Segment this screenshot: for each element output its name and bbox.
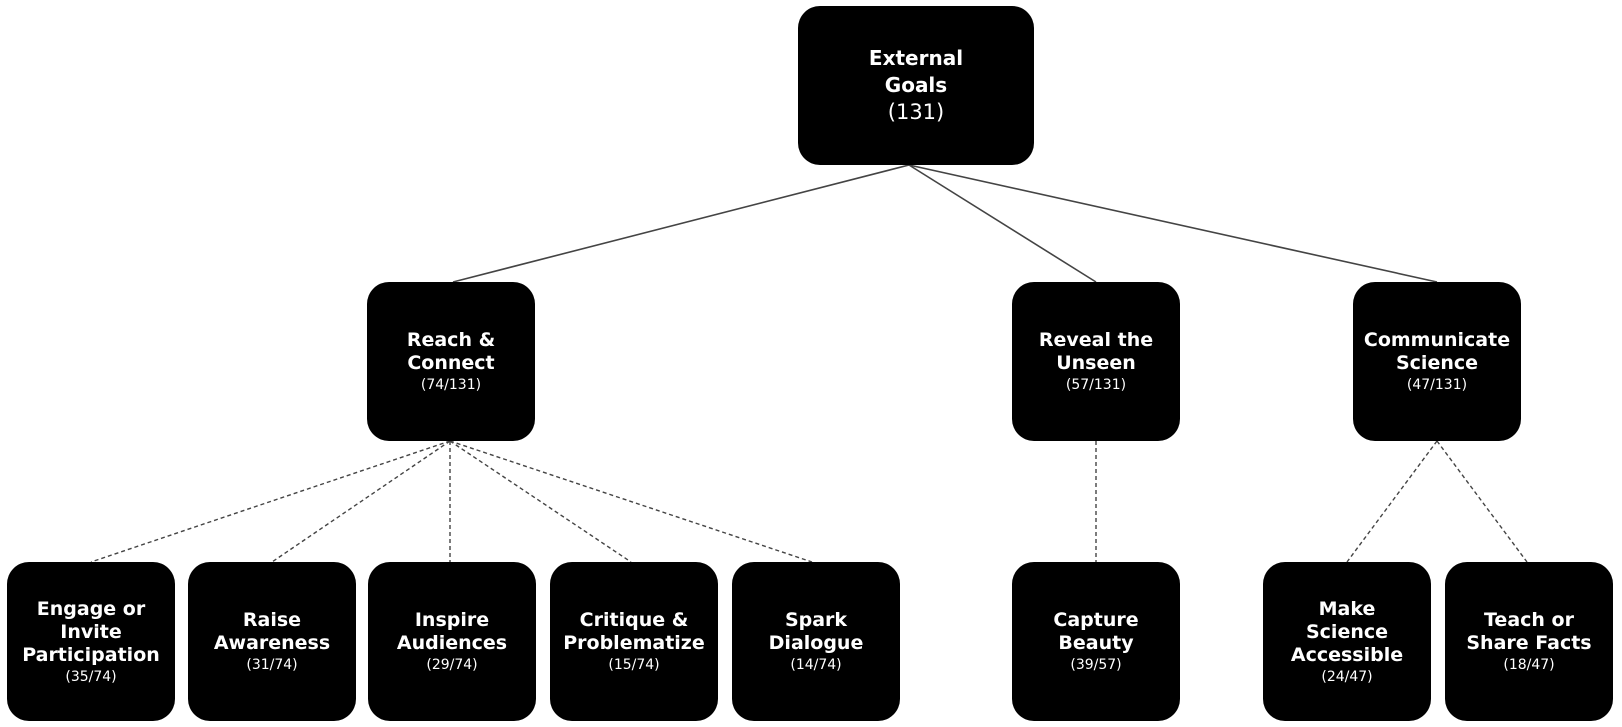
link-root-reveal	[908, 164, 1097, 283]
node-count: (18/47)	[1503, 657, 1555, 673]
link-reach-spark	[449, 440, 813, 563]
node-count: (29/74)	[426, 657, 478, 673]
node-label: Critique &Problematize	[563, 609, 705, 654]
solid-connectors	[452, 164, 1438, 283]
link-reach-engage	[90, 440, 451, 563]
node-count: (57/131)	[1065, 377, 1127, 393]
node-count: (24/47)	[1321, 668, 1373, 685]
link-communicate-make	[1346, 440, 1438, 563]
dashed-connectors	[90, 440, 1528, 563]
node-reach-connect: Reach &Connect (74/131)	[367, 282, 535, 441]
link-reach-raise	[271, 440, 451, 563]
node-count: (47/131)	[1406, 377, 1468, 393]
link-root-reach	[452, 164, 910, 283]
node-count: (39/57)	[1070, 657, 1122, 673]
node-count: (14/74)	[790, 657, 842, 673]
link-communicate-teach	[1436, 440, 1528, 563]
node-count: (35/74)	[65, 668, 117, 685]
node-count: (74/131)	[420, 377, 482, 393]
node-count: (15/74)	[608, 657, 660, 673]
link-reach-critique	[449, 440, 632, 563]
node-critique-problematize: Critique &Problematize (15/74)	[550, 562, 718, 721]
node-count: (131)	[887, 100, 945, 124]
node-label: Reach &Connect	[406, 329, 496, 374]
node-count: (31/74)	[246, 657, 298, 673]
link-root-communicate	[908, 164, 1438, 283]
